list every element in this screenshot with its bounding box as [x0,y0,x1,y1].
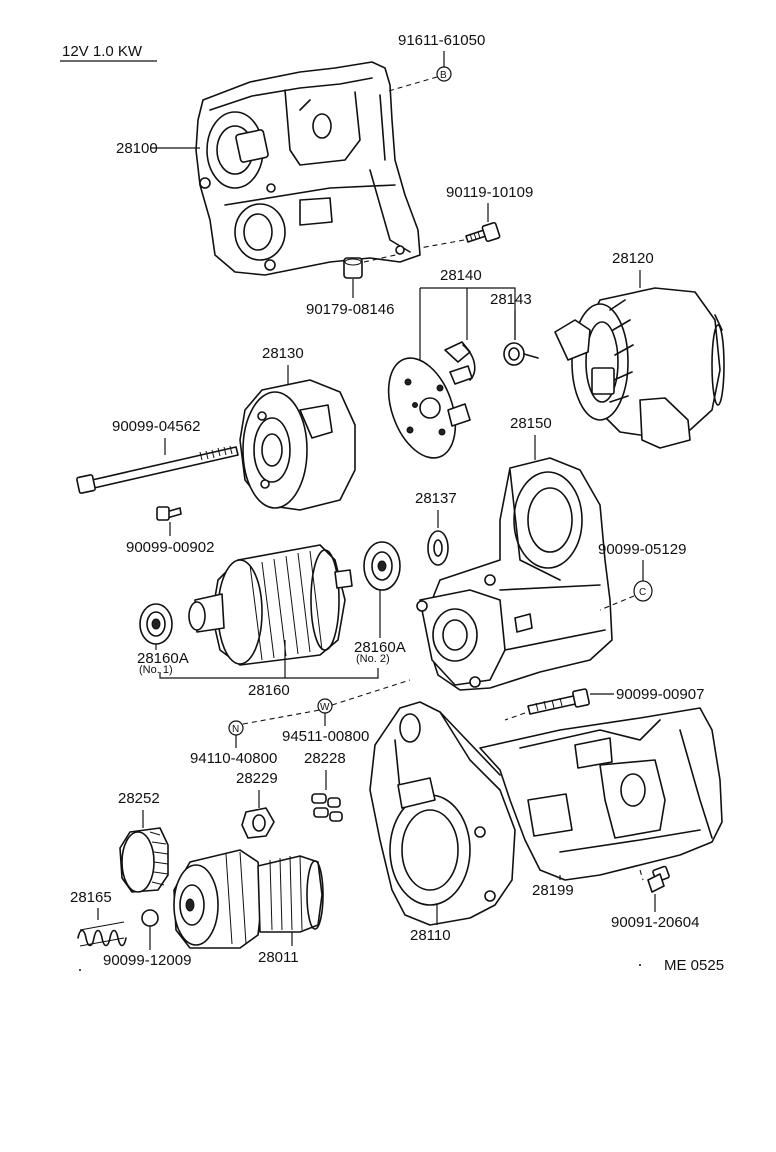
spring-28143[interactable] [503,342,539,366]
label-28160A-no2: 28160A [354,639,406,656]
bearing-28160A-no2[interactable] [363,541,401,591]
label-90099-12009: 90099-12009 [103,952,191,969]
bolt-90099-04562[interactable] [76,445,239,494]
bearing-28160A-no1[interactable] [139,603,173,645]
marker-b: B [436,66,452,82]
spec-title: 12V 1.0 KW [62,43,143,60]
label-28160A-no1-note: (No. 1) [139,664,173,676]
svg-text:W: W [320,702,330,713]
marker-n: N [228,720,244,736]
part-28120-field-frame[interactable] [554,287,725,449]
label-28165: 28165 [70,889,112,906]
label-28120: 28120 [612,250,654,267]
marker-c: C [633,580,653,602]
label-90099-05129: 90099-05129 [598,541,686,558]
label-28199: 28199 [532,882,574,899]
part-28252-idler-gear[interactable] [119,827,169,893]
label-28011: 28011 [258,949,299,966]
washer-28137[interactable] [427,530,449,566]
part-28229-retainer[interactable] [241,807,275,839]
label-28160: 28160 [248,682,290,699]
label-90091-20604: 90091-20604 [611,914,699,931]
label-90099-04562: 90099-04562 [112,418,200,435]
ball-90099-12009[interactable] [141,909,159,927]
part-28110-front-housing[interactable] [369,701,516,926]
label-28229: 28229 [236,770,278,787]
label-28228: 28228 [304,750,346,767]
bolt-90119-10109[interactable] [465,221,501,243]
label-90119-10109: 90119-10109 [446,184,533,201]
part-28140-brush-holder[interactable] [376,341,476,467]
bolt-90099-00907[interactable] [527,688,590,715]
part-28228-rollers[interactable] [311,793,343,822]
part-28011-starter-clutch[interactable] [173,849,324,949]
svg-text:C: C [639,587,646,598]
diagram-code: ME 0525 [664,957,724,974]
part-28130-end-frame[interactable] [239,379,356,511]
svg-text:B: B [440,70,447,81]
label-94511-00800: 94511-00800 [282,728,369,745]
label-90099-00902: 90099-00902 [126,539,214,556]
label-28160A-no1: 28160A [137,650,189,667]
svg-text:N: N [232,724,239,735]
part-28199-cover[interactable] [479,707,723,881]
bolt-90091-20604[interactable] [647,865,670,893]
part-28100-housing[interactable] [195,61,421,276]
label-90179-08146: 90179-08146 [306,301,394,318]
marker-w: W [317,698,333,714]
label-90099-00907: 90099-00907 [616,686,704,703]
part-28150-solenoid-housing[interactable] [416,457,613,691]
nut-90179-08146[interactable] [343,257,363,279]
label-28100: 28100 [116,140,158,157]
label-94110-40800: 94110-40800 [190,750,277,767]
label-28130: 28130 [262,345,304,362]
label-28160A-no2-note: (No. 2) [356,653,390,665]
label-28140: 28140 [440,267,482,284]
spring-28165[interactable] [77,921,127,947]
label-28252: 28252 [118,790,160,807]
label-28143: 28143 [490,291,532,308]
label-91611-61050: 91611-61050 [398,32,485,49]
part-28160-armature[interactable] [188,544,353,666]
label-28150: 28150 [510,415,552,432]
screw-90099-00902[interactable] [156,506,182,521]
label-28137: 28137 [415,490,457,507]
label-28110: 28110 [410,927,451,944]
